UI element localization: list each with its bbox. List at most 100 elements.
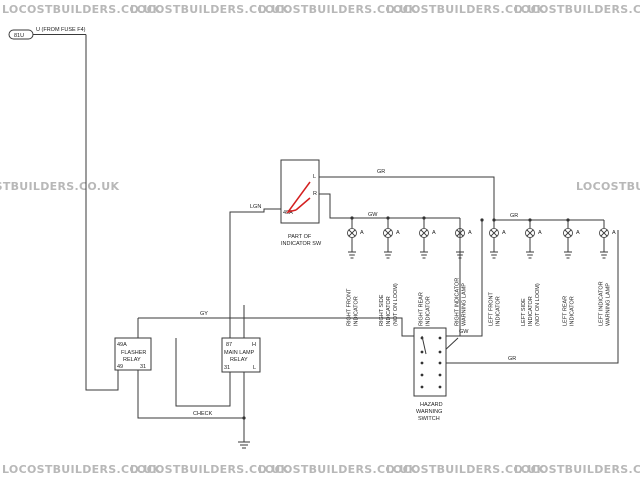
watermark-text: LOCOSTBUILDERS.CO.UK	[514, 3, 640, 16]
switch-pin-l: L	[313, 174, 316, 180]
lamp-cross	[526, 229, 534, 237]
lamp-cross	[384, 229, 392, 237]
wire-gy	[138, 317, 422, 337]
watermark-text: LOCOSTBUILDERS.CO.UK	[130, 3, 289, 16]
relay-pin-h: H	[252, 342, 256, 348]
wire-label-gr-left: GR	[510, 213, 518, 219]
flasher-relay: 49A FLASHER RELAY 49 31	[114, 337, 152, 371]
main-lamp-relay: 87 H MAIN LAMP RELAY 31 L	[221, 337, 261, 373]
flasher-pin-49: 49	[117, 364, 123, 370]
hazard-switch: HAZARD WARNING SWITCH	[413, 327, 447, 422]
switch-arm	[286, 181, 311, 214]
hazard-label-2: WARNING	[416, 409, 442, 415]
supply-tag: 81U	[14, 33, 24, 39]
relay-pin-l: L	[253, 365, 256, 371]
lamp-label: INDICATOR	[528, 296, 534, 326]
wire-flasher-earth	[137, 370, 244, 419]
flasher-name-2: RELAY	[123, 357, 141, 363]
lamp-cross	[564, 229, 572, 237]
lamp-label: RIGHT SIDE	[379, 294, 385, 326]
wire-check-loop	[175, 338, 231, 407]
wire-label-lgn: LGN	[250, 204, 261, 210]
switch-pin-49a: 49A	[283, 210, 293, 216]
supply-connector: 81U U (FROM FUSE F4)	[8, 27, 86, 40]
wire-gw	[319, 193, 460, 219]
wire-gr-bottom	[443, 230, 619, 364]
lamp-cross	[490, 229, 498, 237]
switch-caption-1: PART OF	[288, 234, 312, 240]
lamp-mark: A	[576, 230, 580, 236]
wire-label-gy: GY	[200, 311, 208, 317]
switch-arm-lower	[295, 197, 311, 211]
lamp-mark: A	[396, 230, 400, 236]
wire-label-gr-top: GR	[377, 169, 385, 175]
watermark-text: LOCOSTBUILDERS.CO.UK	[0, 180, 119, 193]
lamp-label: RIGHT FRONT	[347, 288, 353, 326]
watermark-text: LOCOSTBUILDERS.CO.UK	[2, 3, 161, 16]
switch-pin-r: R	[313, 191, 317, 197]
watermark-middle: LOCOSTBUILDERS.CO.UK LOCOSTBUILDERS.CO.U…	[0, 180, 640, 193]
watermark-text: LOCOSTBUILDERS.CO.UK	[576, 180, 640, 193]
watermark-top: LOCOSTBUILDERS.CO.UK LOCOSTBUILDERS.CO.U…	[2, 3, 640, 16]
supply-label: U (FROM FUSE F4)	[36, 27, 86, 33]
watermark-text: LOCOSTBUILDERS.CO.UK	[258, 3, 417, 16]
hazard-label-3: SWITCH	[418, 416, 440, 422]
flasher-pin-31: 31	[140, 364, 146, 370]
lamp-mark: A	[432, 230, 436, 236]
lamp-label: LEFT REAR	[563, 296, 569, 326]
lamp-mark: A	[468, 230, 472, 236]
watermark-bottom: LOCOSTBUILDERS.CO.UK LOCOSTBUILDERS.CO.U…	[2, 463, 640, 476]
lamp-mark: A	[360, 230, 364, 236]
left-lamp-drops	[492, 218, 605, 228]
wire-lgn	[229, 208, 281, 338]
lamp-label: (NOT ON LOOM)	[393, 283, 399, 326]
lamp-label: RIGHT INDICATOR	[455, 278, 461, 326]
right-lamp-bus	[350, 216, 461, 228]
lamp-label: LEFT INDICATOR	[599, 281, 605, 326]
wire-label-gw: GW	[368, 212, 378, 218]
wire-label-gw-hazard: GW	[459, 329, 469, 335]
relay-name-2: RELAY	[230, 357, 248, 363]
lamp-label: RIGHT REAR	[419, 292, 425, 326]
flasher-name-1: FLASHER	[121, 350, 146, 356]
watermark-text: LOCOSTBUILDERS.CO.UK	[386, 3, 545, 16]
watermark-text: LOCOSTBUILDERS.CO.UK	[258, 463, 417, 476]
relay-pin-87: 87	[226, 342, 232, 348]
relay-pin-31: 31	[224, 365, 230, 371]
lamp-label: INDICATOR	[426, 296, 432, 326]
lamp-label: (NOT ON LOOM)	[535, 283, 541, 326]
lamp-label: INDICATOR	[570, 296, 576, 326]
hazard-label-1: HAZARD	[420, 402, 443, 408]
watermark-text: LOCOSTBUILDERS.CO.UK	[386, 463, 545, 476]
watermark-text: LOCOSTBUILDERS.CO.UK	[130, 463, 289, 476]
lamp-label: WARNING LAMP	[462, 283, 468, 326]
wire-gr-hazard	[443, 220, 483, 337]
lamp-label: INDICATOR	[386, 296, 392, 326]
earth-icon	[238, 441, 250, 449]
lamp-cross	[348, 229, 356, 237]
lamp-mark: A	[612, 230, 616, 236]
wire-label-check: CHECK	[193, 411, 213, 417]
watermark-text: LOCOSTBUILDERS.CO.UK	[2, 463, 161, 476]
switch-caption-2: INDICATOR SW	[281, 241, 322, 247]
lamp-label: LEFT FRONT	[489, 292, 495, 326]
lamp-label: LEFT SIDE	[521, 298, 527, 326]
watermark-text: LOCOSTBUILDERS.CO.UK	[514, 463, 640, 476]
wire-label-gr-bottom: GR	[508, 356, 516, 362]
relay-name-1: MAIN LAMP	[224, 350, 255, 356]
lamp-cross	[600, 229, 608, 237]
lamp-label: WARNING LAMP	[606, 283, 612, 326]
wire-gr-top	[319, 176, 495, 220]
lamp-mark: A	[502, 230, 506, 236]
